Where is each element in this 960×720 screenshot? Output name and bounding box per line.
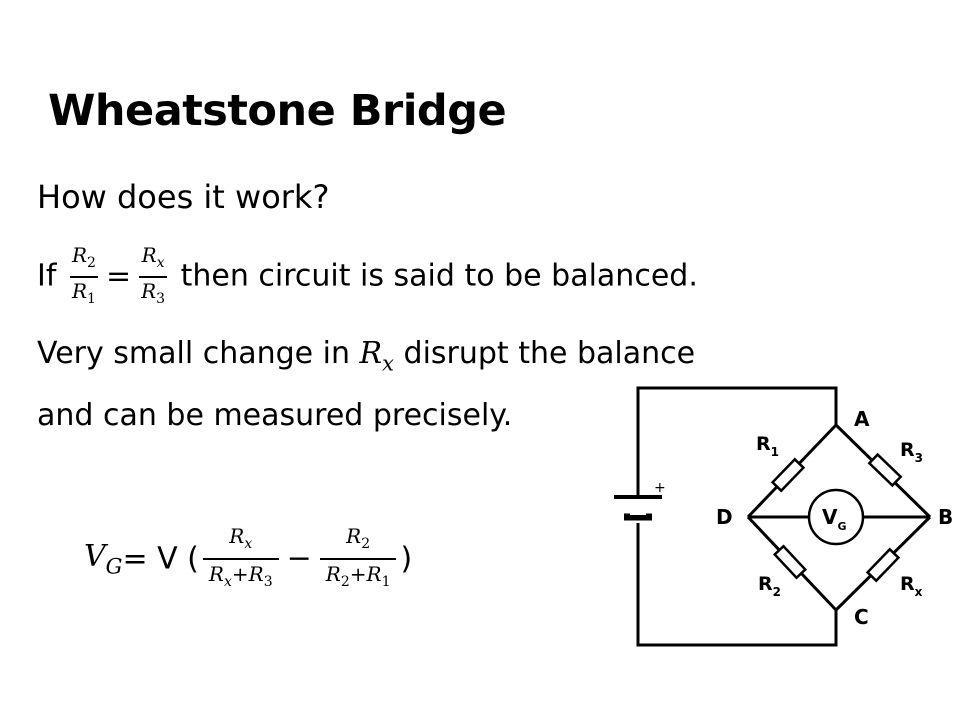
fraction-r2-over-sum: R2 R2+R1 [319, 522, 397, 596]
frac-denominator: R [71, 278, 88, 303]
wire-bottom [636, 523, 838, 647]
sensitivity-suffix: disrupt the balance [393, 336, 696, 371]
frac-numerator: R [346, 524, 362, 548]
frac-numerator: R [71, 243, 88, 267]
galvanometer-icon [807, 488, 865, 546]
rx-variable: Rx [359, 336, 394, 375]
resistor-rx [865, 547, 901, 583]
frac-den-sub1: x [223, 573, 232, 590]
frac-den-plus-r: +R [231, 561, 264, 586]
battery-icon [614, 495, 662, 521]
r1-label: R1 [756, 433, 779, 459]
frac-den-sub2: 1 [381, 573, 391, 590]
frac-numerator-subscript: 2 [87, 254, 96, 271]
vg-formula: VG= V ( Rx Rx+R3 − R2 R2+R1 ) [84, 522, 412, 596]
formula-mid: = V ( [122, 541, 199, 577]
variable-subscript: x [382, 351, 394, 376]
frac-denominator-subscript: 3 [156, 290, 166, 307]
balance-condition: If R2 R1 = Rx R3 then circuit is said to… [37, 242, 698, 312]
frac-numerator-subscript: x [244, 535, 253, 552]
frac-den-sub1: 2 [340, 573, 350, 590]
frac-denominator: R [141, 278, 157, 303]
battery-plus-sign: + [654, 480, 666, 496]
frac-den-plus-r: +R [349, 561, 382, 586]
rx-label: Rx [900, 573, 923, 599]
formula-close: ) [400, 541, 413, 577]
question-text: How does it work? [37, 178, 330, 216]
vg-symbol: VG [84, 539, 122, 578]
resistor-r1 [770, 457, 806, 493]
node-d-label: D [716, 505, 733, 529]
slide-title: Wheatstone Bridge [48, 86, 507, 136]
balance-suffix: then circuit is said to be balanced. [171, 258, 698, 294]
frac-numerator: R [229, 524, 245, 548]
fraction-rx-over-sum: Rx Rx+R3 [202, 522, 279, 596]
wheatstone-circuit-diagram: + A B C D R1 R3 R2 Rx VG [614, 386, 953, 647]
frac-numerator: R [141, 243, 157, 267]
r2-label: R2 [758, 573, 781, 599]
frac-den-sub2: 3 [263, 573, 273, 590]
fraction-r2-over-r1: R2 R1 [69, 242, 98, 312]
equals-sign: = [105, 259, 132, 295]
r3-label: R3 [900, 439, 923, 465]
frac-den-r: R [208, 561, 224, 586]
resistor-r3 [867, 452, 903, 488]
node-a-label: A [854, 407, 870, 431]
vg-subscript: G [105, 554, 123, 579]
variable-letter: R [359, 336, 383, 371]
node-c-label: C [854, 605, 869, 629]
minus-sign: − [286, 541, 312, 577]
precision-text: and can be measured precisely. [37, 398, 513, 433]
frac-denominator-subscript: 1 [87, 290, 96, 307]
frac-numerator-subscript: 2 [361, 535, 371, 552]
vg-letter: V [84, 539, 106, 575]
fraction-rx-over-r3: Rx R3 [139, 242, 168, 312]
sensitivity-prefix: Very small change in [37, 336, 360, 371]
frac-den-r: R [325, 561, 341, 586]
sensitivity-text: Very small change in Rx disrupt the bala… [37, 336, 695, 375]
node-b-label: B [938, 505, 953, 529]
balance-prefix: If [37, 258, 57, 294]
circuit-wires [636, 386, 932, 647]
galvanometer-label: VG [822, 505, 847, 533]
frac-numerator-subscript: x [156, 254, 165, 271]
resistor-r2 [772, 544, 808, 580]
wire-top [636, 386, 838, 497]
